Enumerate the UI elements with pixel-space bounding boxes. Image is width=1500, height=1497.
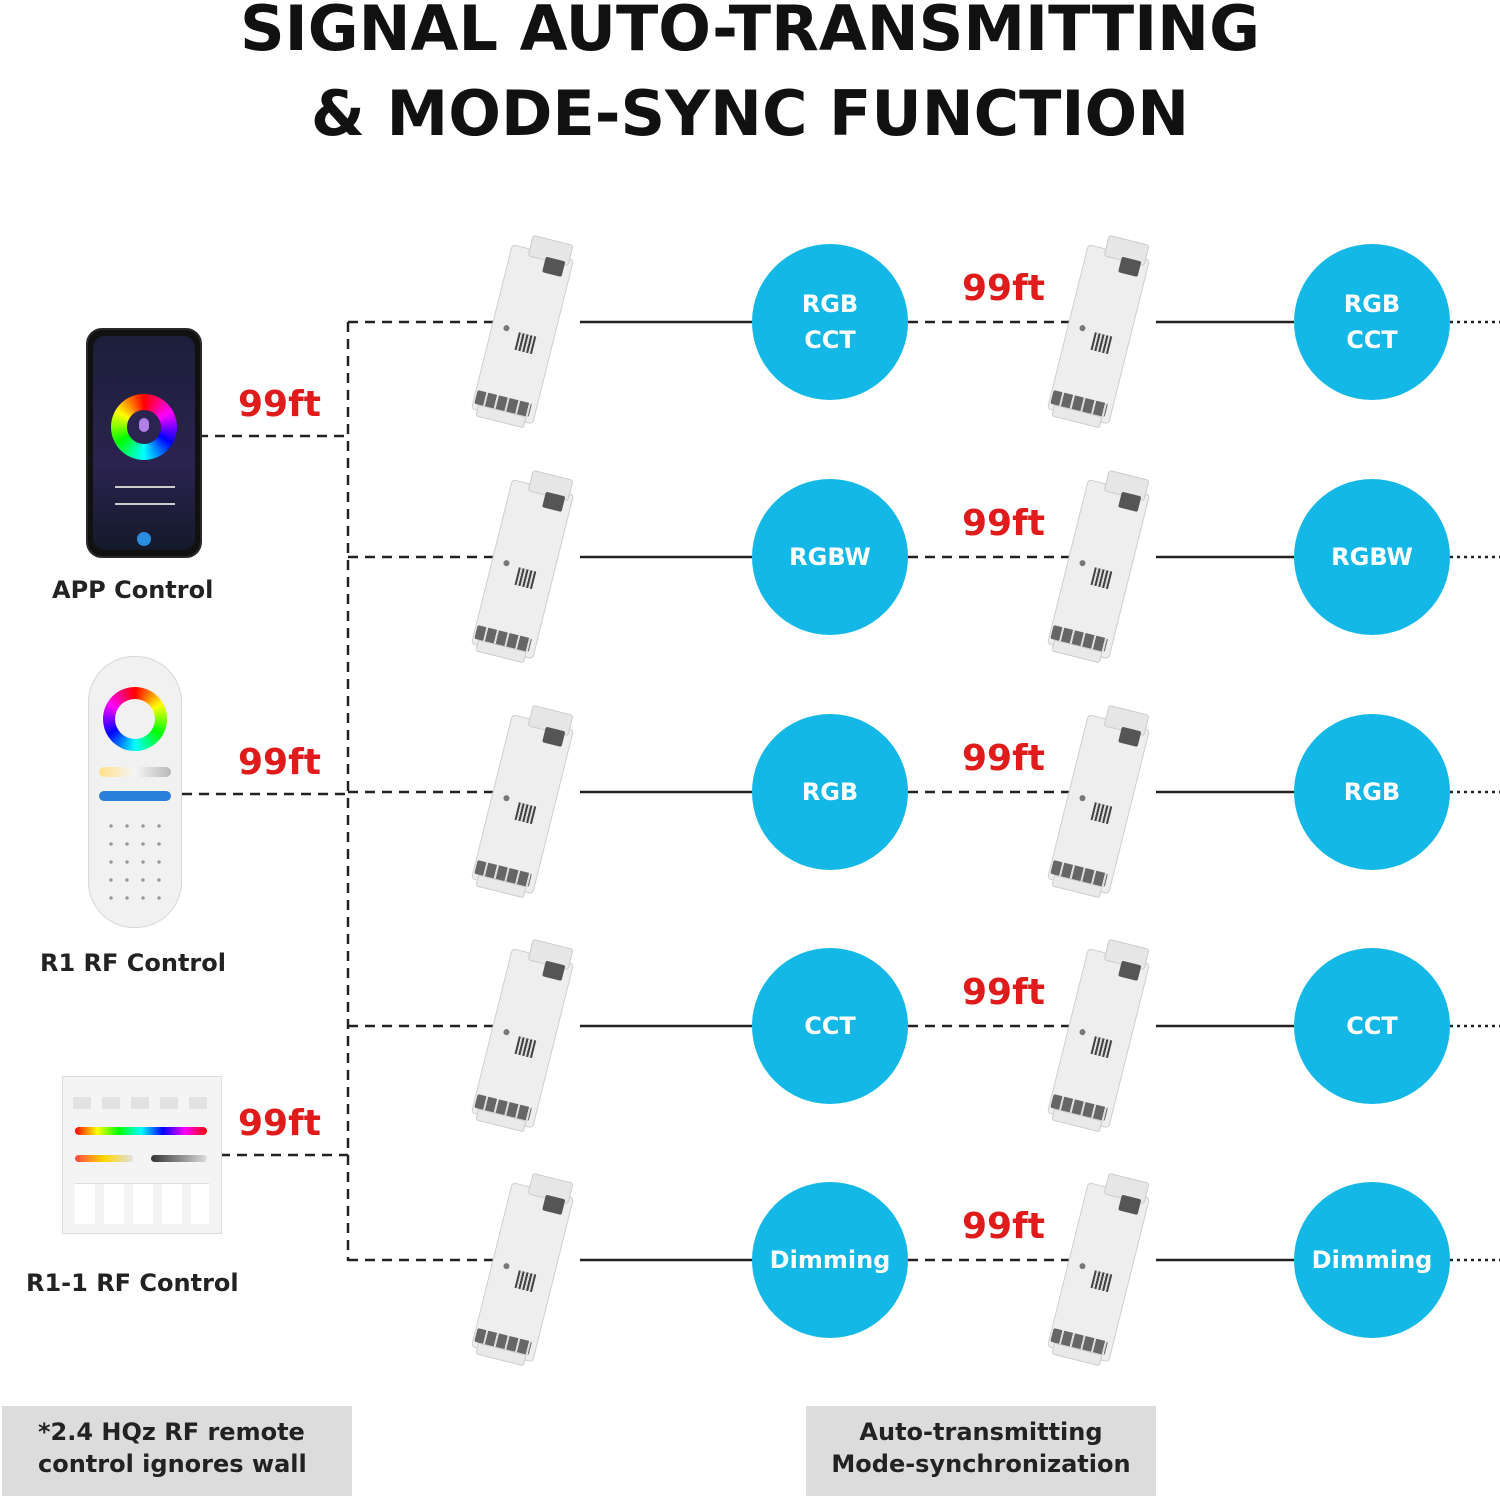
row-distance-label: 99ft bbox=[962, 268, 1045, 309]
row-distance-label: 99ft bbox=[962, 503, 1045, 544]
source-label-r1-1: R1-1 RF Control bbox=[26, 1269, 239, 1297]
mode-badge-text: CCT bbox=[1346, 1012, 1398, 1040]
note-rf-wall-line-1: *2.4 HQz RF remote bbox=[38, 1418, 305, 1446]
mode-badge: RGB CCT bbox=[1294, 244, 1450, 400]
title-line-2: & MODE-SYNC FUNCTION bbox=[310, 77, 1190, 150]
mode-badge: RGB bbox=[752, 714, 908, 870]
mode-badge-text: Dimming bbox=[1311, 1246, 1433, 1274]
note-rf-wall-line-2: control ignores wall bbox=[38, 1450, 307, 1479]
source-distance-r1: 99ft bbox=[238, 742, 321, 783]
note-auto-sync-line-1: Auto-transmitting bbox=[859, 1418, 1103, 1446]
note-rf-wall: *2.4 HQz RF remote control ignores wall bbox=[2, 1406, 352, 1496]
row-distance-label: 99ft bbox=[962, 972, 1045, 1013]
mode-badge-text: CCT bbox=[804, 326, 856, 354]
mode-badge-text: RGB bbox=[801, 778, 859, 806]
mode-badge-text: RGB bbox=[801, 290, 859, 318]
mode-badge: RGB CCT bbox=[752, 244, 908, 400]
note-auto-sync: Auto-transmitting Mode-synchronization bbox=[806, 1406, 1156, 1496]
row-distance-label: 99ft bbox=[962, 738, 1045, 779]
mode-badge-text: RGB bbox=[1343, 290, 1401, 318]
title-line-1: SIGNAL AUTO-TRANSMITTING bbox=[240, 0, 1260, 65]
mode-badge-text: Dimming bbox=[769, 1246, 891, 1274]
mode-badge-text: CCT bbox=[804, 1012, 856, 1040]
source-label-app: APP Control bbox=[52, 576, 214, 604]
mode-badge: RGBW bbox=[752, 479, 908, 635]
mode-badge-text: RGBW bbox=[1331, 543, 1413, 571]
source-distance-r1-1: 99ft bbox=[238, 1103, 321, 1144]
mode-badge: Dimming bbox=[1294, 1182, 1450, 1338]
mode-badge-text: RGBW bbox=[789, 543, 871, 571]
rf-remote-icon bbox=[88, 656, 182, 928]
source-distance-app: 99ft bbox=[238, 384, 321, 425]
note-auto-sync-line-2: Mode-synchronization bbox=[831, 1450, 1131, 1479]
mode-badge: RGB bbox=[1294, 714, 1450, 870]
mode-badge: Dimming bbox=[752, 1182, 908, 1338]
source-label-r1: R1 RF Control bbox=[40, 949, 226, 977]
row-distance-label: 99ft bbox=[962, 1206, 1045, 1247]
mode-badge-text: RGB bbox=[1343, 778, 1401, 806]
mode-badge: CCT bbox=[752, 948, 908, 1104]
smartphone-app-icon bbox=[86, 328, 202, 558]
mode-badge: CCT bbox=[1294, 948, 1450, 1104]
mode-badge-text: CCT bbox=[1346, 326, 1398, 354]
mode-badge: RGBW bbox=[1294, 479, 1450, 635]
wall-panel-remote-icon bbox=[62, 1076, 222, 1234]
